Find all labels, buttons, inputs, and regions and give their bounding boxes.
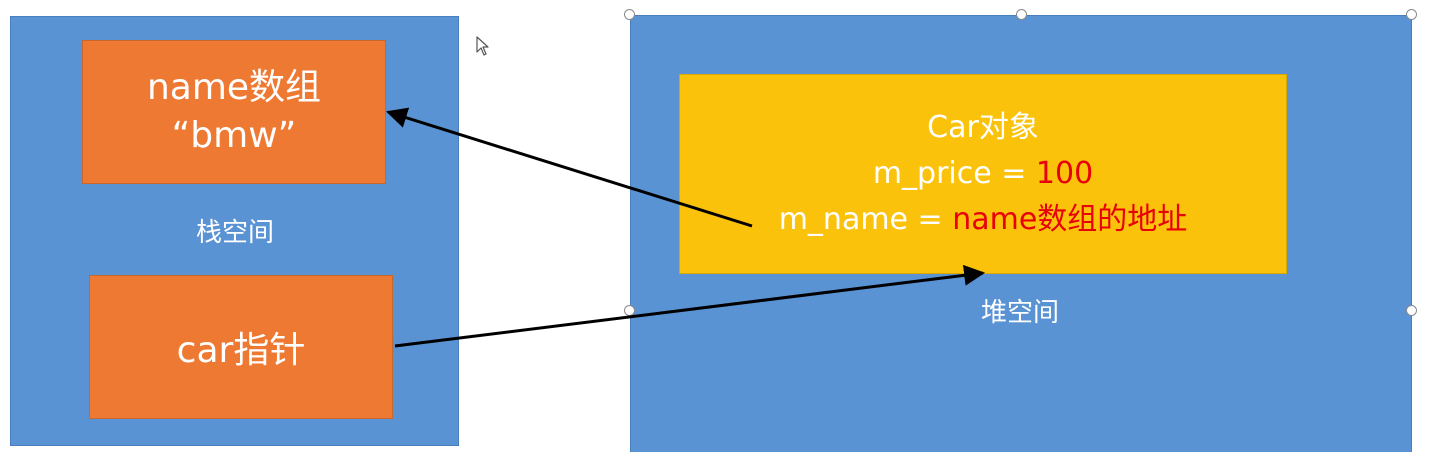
heap-space-label: 堆空间 (980, 298, 1059, 328)
price-field: m_price = 100 (873, 151, 1093, 197)
price-field-value: 100 (1035, 156, 1094, 191)
name-array-label: name数组 (146, 67, 322, 108)
stack-space-label: 栈空间 (195, 218, 274, 248)
name-array-value: “bmw” (171, 115, 297, 156)
mouse-cursor-icon (476, 36, 489, 56)
name-field-value: name数组的地址 (952, 202, 1188, 237)
resize-handle-top-left[interactable] (624, 9, 635, 20)
car-pointer-label: car指针 (176, 330, 306, 371)
price-field-label: m_price = (872, 156, 1036, 191)
resize-handle-middle-left[interactable] (624, 305, 635, 316)
name-array-box[interactable]: name数组 “bmw” (82, 40, 386, 184)
resize-handle-top-center[interactable] (1016, 9, 1027, 20)
car-pointer-box[interactable]: car指针 (89, 275, 393, 419)
resize-handle-top-right[interactable] (1406, 9, 1417, 20)
resize-handle-middle-right[interactable] (1406, 305, 1417, 316)
car-object-box[interactable]: Car对象 m_price = 100 m_name = name数组的地址 (679, 74, 1287, 274)
car-object-title: Car对象 (927, 110, 1039, 145)
name-field: m_name = name数组的地址 (779, 197, 1188, 243)
name-field-label: m_name = (778, 202, 953, 237)
